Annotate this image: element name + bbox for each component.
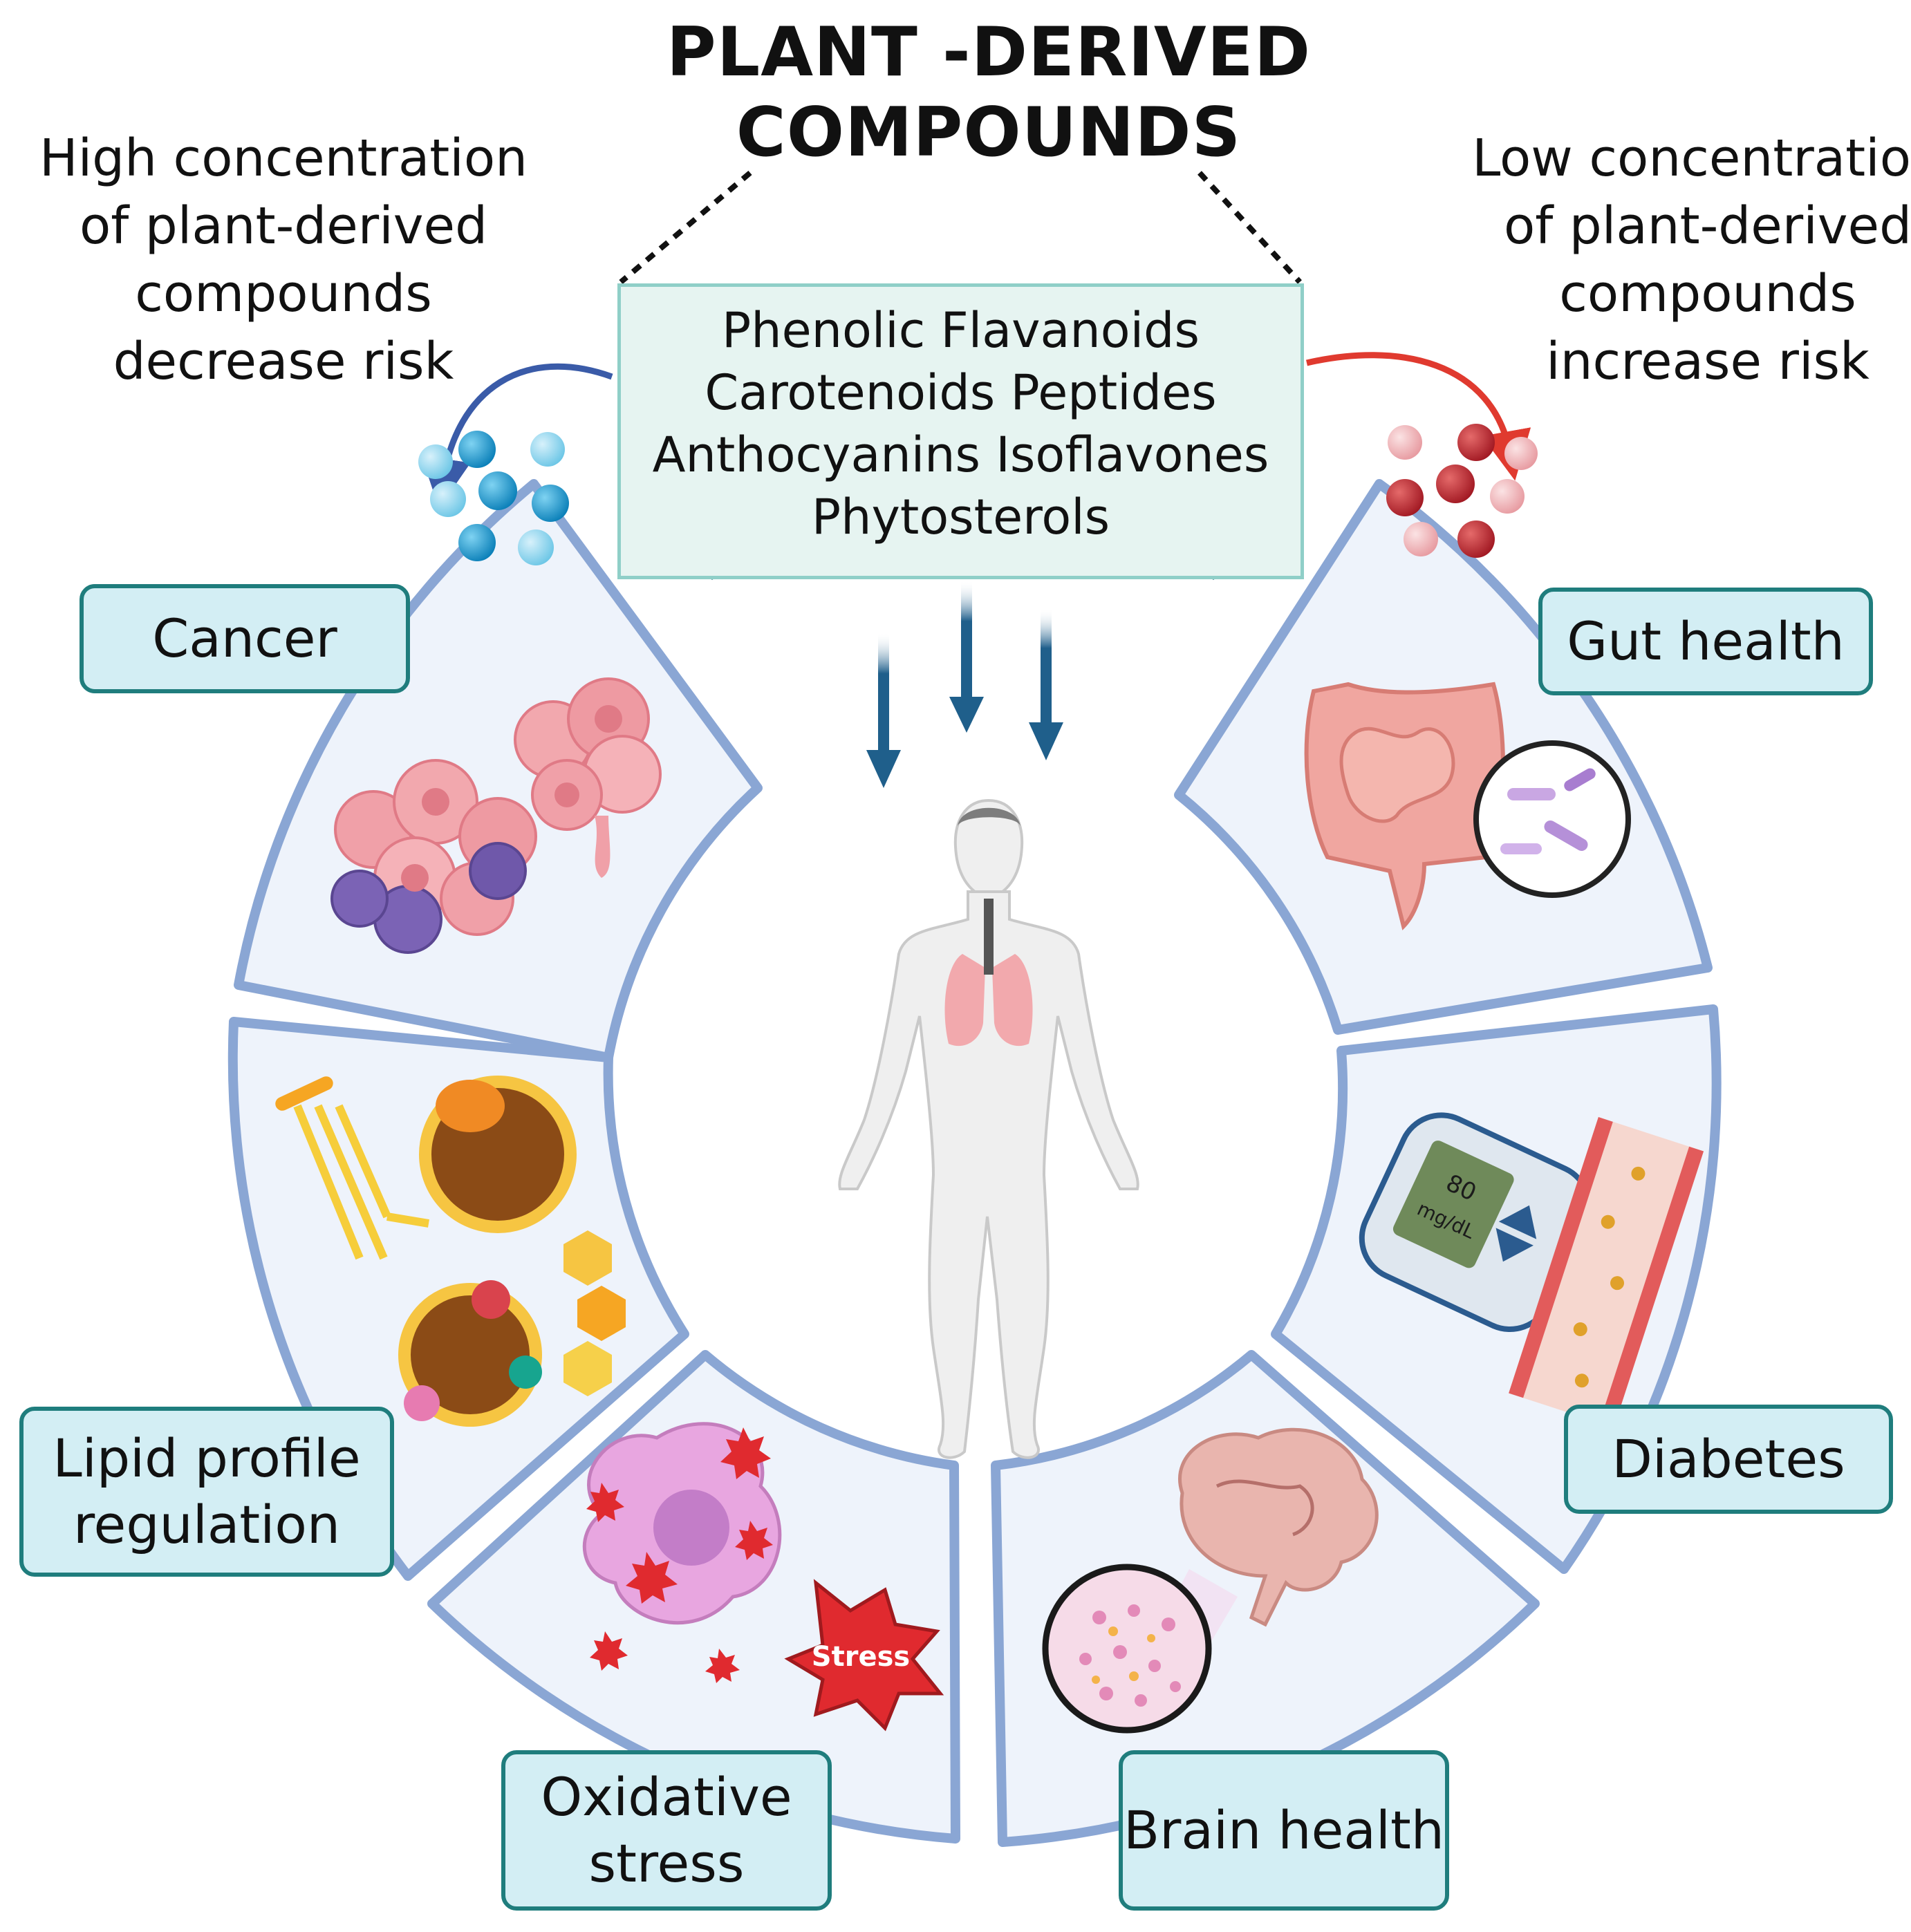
label-lipid: Lipid profile regulation [19,1407,394,1577]
label-brain-text: Brain health [1124,1799,1444,1861]
diagram-title: PLANT -DERIVED COMPOUNDS [574,12,1404,173]
label-diabetes-text: Diabetes [1612,1428,1845,1490]
right-note-line: compounds [1559,264,1856,323]
left-note: High concentration of plant-derived comp… [0,124,588,395]
label-cancer: Cancer [80,584,410,693]
compound-line: Carotenoids Peptides [705,364,1217,421]
title-line-2: COMPOUNDS [736,93,1242,172]
title-connector-right [1197,171,1302,284]
label-oxidative: Oxidative stress [501,1750,832,1911]
right-note-line: Low concentration [1472,129,1911,188]
left-note-line: High concentration [39,129,528,188]
lipid-illustration [275,1076,626,1427]
compound-line: Anthocyanins Isoflavones [652,426,1269,483]
human-body-icon [838,798,1139,1459]
stress-label: Stress [812,1641,910,1673]
label-cancer-text: Cancer [152,608,337,669]
cancer-cells-illustration [330,677,662,954]
compound-line: Phenolic Flavanoids [722,302,1200,359]
gut-illustration [1304,682,1631,930]
blue-curved-arrow [421,363,613,509]
brain-illustration [1042,1427,1379,1734]
label-gut-health: Gut health [1538,588,1873,695]
blue-particles [418,431,569,565]
right-note: Low concentration of plant-derived compo… [1397,124,1911,395]
diabetes-illustration: 80 mg/dL [1359,1112,1704,1427]
label-oxidative-text: Oxidative stress [541,1766,792,1894]
label-gut-health-text: Gut health [1567,610,1845,672]
right-note-line: increase risk [1546,332,1870,391]
down-arrows [866,581,1063,788]
label-lipid-text: Lipid profile regulation [53,1427,361,1555]
compound-line: Phytosterols [811,489,1110,545]
oxidative-stress-illustration: Stress [582,1422,944,1732]
left-note-line: decrease risk [113,332,454,391]
compound-list-box: Phenolic Flavanoids Carotenoids Peptides… [617,283,1304,579]
title-line-1: PLANT -DERIVED [666,13,1312,92]
left-note-line: compounds [135,264,432,323]
right-note-line: of plant-derived [1503,196,1911,256]
left-note-line: of plant-derived [79,196,488,256]
compound-list: Phenolic Flavanoids Carotenoids Peptides… [621,299,1301,548]
red-particles [1386,424,1538,558]
label-diabetes: Diabetes [1564,1405,1893,1514]
red-curved-arrow [1305,352,1531,481]
title-connector-left [619,170,752,285]
label-brain: Brain health [1119,1750,1449,1911]
